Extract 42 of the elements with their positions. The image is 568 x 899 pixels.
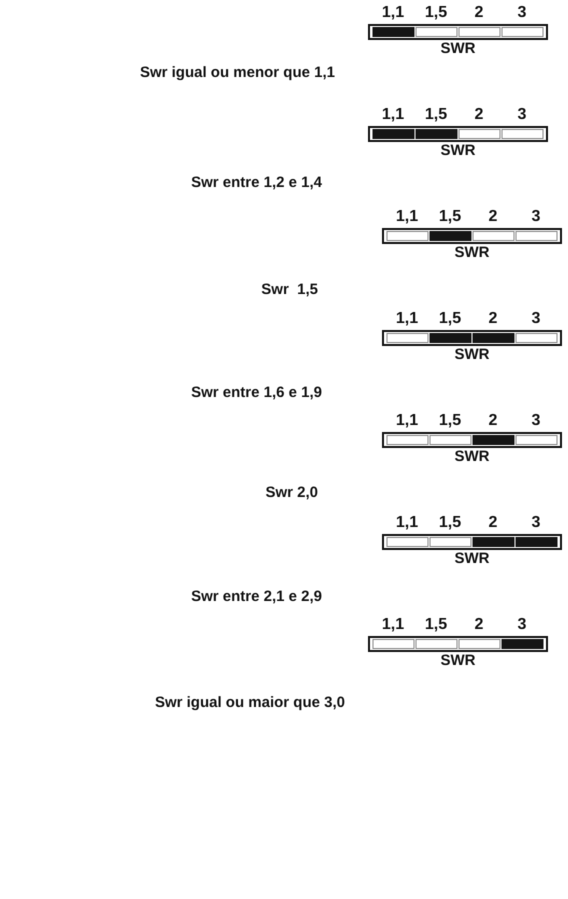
scale-value: 1,1 (380, 4, 406, 22)
meter-label: SWR (440, 142, 476, 160)
scale-value: 3 (516, 616, 528, 634)
scale-value: 1,5 (438, 208, 462, 226)
swr-range-label: Swr entre 1,6 e 1,9 (191, 384, 322, 402)
scale-value: 3 (516, 4, 528, 22)
swr-range-label: Swr 1,5 (261, 281, 318, 299)
scale-value: 2 (474, 4, 484, 22)
scale-value: 3 (516, 106, 528, 124)
scale-value: 1,5 (424, 106, 448, 124)
scale-value: 2 (488, 514, 498, 532)
scale-value: 3 (530, 514, 542, 532)
scale-value: 1,1 (394, 412, 420, 430)
swr-range-label: Swr entre 1,2 e 1,4 (191, 174, 322, 192)
meter-label: SWR (454, 244, 490, 262)
scale-value: 2 (474, 616, 484, 634)
scale-value: 1,5 (438, 412, 462, 430)
scale-value: 3 (530, 412, 542, 430)
scale-value: 1,1 (394, 310, 420, 328)
scale-value: 3 (530, 310, 542, 328)
swr-range-label: Swr entre 2,1 e 2,9 (191, 588, 322, 606)
meter-label: SWR (454, 346, 490, 364)
meter-label: SWR (440, 652, 476, 670)
meter-label: SWR (440, 40, 476, 58)
scale-value: 1,1 (394, 208, 420, 226)
swr-range-label: Swr igual ou menor que 1,1 (140, 64, 335, 82)
scale-value: 1,5 (424, 616, 448, 634)
scale-value: 1,5 (438, 514, 462, 532)
scale-value: 3 (530, 208, 542, 226)
swr-range-label: Swr 2,0 (265, 484, 318, 502)
meter-label: SWR (454, 550, 490, 568)
scale-value: 1,5 (438, 310, 462, 328)
scale-value: 2 (488, 208, 498, 226)
meter-label: SWR (454, 448, 490, 466)
scale-value: 1,1 (394, 514, 420, 532)
scale-value: 2 (488, 310, 498, 328)
scale-value: 1,1 (380, 616, 406, 634)
swr-range-label: Swr igual ou maior que 3,0 (154, 694, 345, 712)
scale-value: 1,5 (424, 4, 448, 22)
scale-value: 2 (488, 412, 498, 430)
scale-value: 2 (474, 106, 484, 124)
scale-value: 1,1 (380, 106, 406, 124)
